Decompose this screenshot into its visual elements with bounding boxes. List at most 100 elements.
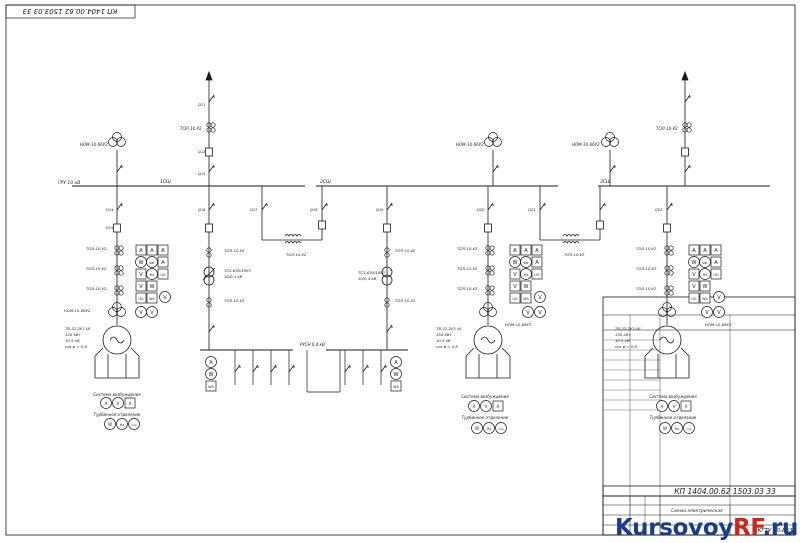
gen3-line-3: 10,5 кВ [615,338,630,343]
rusn-label: РУСН 0,4 кВ [300,342,325,347]
exc-a2: A [497,404,500,409]
watermark: KursovoyRF.ru [615,514,800,543]
exc-a: A [661,404,664,409]
meter-a3: A [535,248,539,254]
top-stamp-box [5,4,136,19]
meter-a4: A [161,260,165,266]
meter-w2: W [703,284,708,290]
meter-w2: W [524,284,529,290]
meter-a3: A [714,248,718,254]
tsn2-line2: 10/0,4 кВ [358,276,377,281]
meter-ug2: UG [512,297,518,301]
meter-v3: V [705,310,709,316]
gen3-vt: НОМ-10-66У2 [705,322,732,327]
section1-label: 1СШ [160,179,171,185]
aux-transformer-1 [202,186,216,350]
meter-w: W [139,260,144,266]
tsn1-ct: ТОЛ-10-У2 [224,248,245,253]
rusn-feeders [234,350,388,393]
meter-v2: V [139,284,143,290]
meter-v5: V [538,295,542,301]
tsn2-ct2: ТОЛ-10-У2 [395,298,416,303]
meter-a1: A [692,248,696,254]
sheet-code: КГТУ 10-833 [758,528,793,534]
tsn1-line2: 10/0,4 кВ [224,274,243,279]
turb-hz: Hz [487,427,492,431]
gen3-ct1: ТОЛ-10-У2 [636,246,657,251]
gen3-excitation: Система возбуждения A V A Турбинное отде… [649,394,697,434]
section2-label: 2СШ [320,179,331,185]
meter-w: W [692,260,697,266]
gen1-excitation: Система возбуждения A V A Турбинное отде… [93,392,141,430]
meter-v3: V [526,310,530,316]
rusn-a2: A [394,360,398,366]
tsn2-line1: ТСЗ-630/10У3 [358,270,385,275]
rusn-meters: A W Wh A W Wh [205,356,402,392]
meter-hz: Hz [703,273,708,277]
watermark-part3: .ru [762,515,799,541]
rusn-w1: W [209,372,214,378]
bus-vt-3 [601,132,619,186]
meter-wh: Wh [702,297,708,301]
bus-vt-1 [108,132,126,186]
meter-v1: V [692,272,696,278]
turb-title: Турбинное отделение [650,415,697,420]
meter-a4: A [535,260,539,266]
gen1-ct3: ТОЛ-10-У2 [86,286,107,291]
meter-v2: V [692,284,696,290]
gen2-line-2: 150 кВт [436,332,452,337]
vt2-label: НОМ-10-66У2 [456,142,484,147]
title-line: Схема электрическая [671,508,723,514]
meter-v5: V [717,295,721,301]
exc-a2: A [129,401,132,406]
section-reactor-1 [261,186,329,244]
bus-vt-2 [484,132,502,186]
q-label-8: Q18 [310,208,318,212]
meter-v4: V [717,310,721,316]
exc-title: Система возбуждения [93,392,141,397]
meter-a2: A [524,248,528,254]
turb-hz: Hz [120,423,125,427]
exc-a2: A [685,404,688,409]
turb-hz: Hz [675,427,680,431]
generator-2 [465,186,511,379]
q-label-9: Q19 [376,208,384,212]
title-block [602,296,796,536]
meter-var: Var [523,261,529,265]
meter-a3: A [161,248,165,254]
rusn-wh1: Wh [208,385,214,389]
gen2-line-1: ТВ-32-2У3 I/II [436,326,462,331]
tsn2-ct: ТОЛ-10-У2 [395,248,416,253]
gen2-ct2: ТОЛ-10-У2 [457,266,478,271]
rusn-a1: A [209,360,213,366]
meter-v1: V [513,272,517,278]
q-label-11: Q21 [528,208,535,212]
q-label-3: Q13 [198,172,206,176]
generator-1 [94,186,140,379]
rusn-w2: W [394,372,399,378]
exc-title: Система возбуждения [461,394,509,399]
section-reactor-2 [539,186,607,244]
meter-var: Var [702,261,708,265]
reactor1-label: ТОЛ-10-У2 [286,252,307,257]
turb-w: W [475,426,479,431]
turb-title: Турбинное отделение [462,415,509,420]
gen1-line-3: 10,5 кВ [65,338,80,343]
top-stamp-code: КП 1404.00.62 1503.03 33 [23,7,118,15]
feeder2-ct-label: ТОЛ-10-У2 [656,126,678,131]
tsn1-ct2: ТОЛ-10-У2 [224,298,245,303]
gen2-ct3: ТОЛ-10-У2 [457,286,478,291]
aux-transformer-2 [381,186,394,350]
meter-wh: Wh [523,297,529,301]
meter-ug: UG [534,273,540,277]
meter-a4: A [714,260,718,266]
gen3-ct3: ТОЛ-10-У2 [636,286,657,291]
meter-v4: V [150,310,154,316]
meter-ug2: UG [138,297,144,301]
turb-cos: cos [131,423,136,427]
exc-v: V [673,404,676,409]
feeder1-ct-label: ТОЛ-10-У2 [180,126,202,131]
gen1-line-2: 150 кВт [65,332,81,337]
meter-a2: A [150,248,154,254]
